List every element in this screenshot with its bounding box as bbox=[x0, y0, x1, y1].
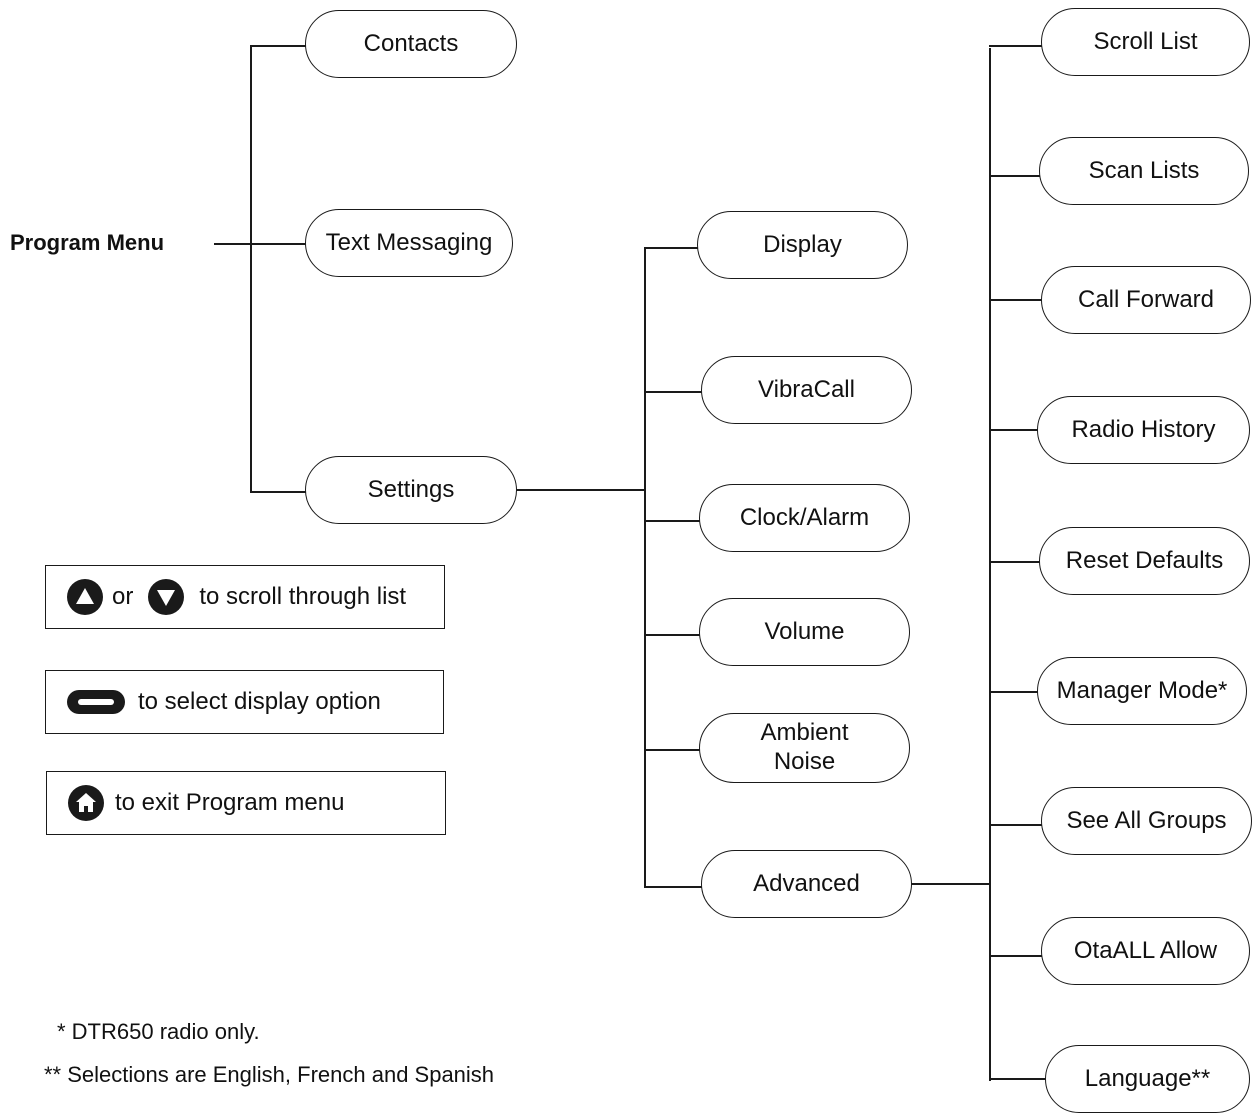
connector bbox=[989, 429, 1039, 431]
menu-item-label: Reset Defaults bbox=[1065, 546, 1224, 574]
connector bbox=[516, 489, 646, 491]
connector bbox=[644, 391, 702, 393]
legend-exit-text: to exit Program menu bbox=[115, 789, 345, 816]
connector bbox=[989, 824, 1043, 826]
program-menu-label: Program Menu bbox=[10, 230, 165, 255]
settings-item-advanced[interactable]: Advanced bbox=[701, 850, 912, 918]
menu-item-label: Volume bbox=[764, 617, 845, 645]
up-arrow-icon bbox=[66, 578, 104, 616]
footnote-2: ** Selections are English, French and Sp… bbox=[44, 1062, 495, 1087]
menu-item-label: Ambient Noise bbox=[760, 719, 849, 775]
connector bbox=[989, 1078, 1047, 1080]
menu-item-contacts[interactable]: Contacts bbox=[305, 10, 517, 78]
connector bbox=[644, 247, 646, 887]
legend-exit: to exit Program menu bbox=[46, 771, 446, 835]
connector bbox=[989, 48, 991, 1081]
connector bbox=[250, 45, 306, 47]
down-arrow-icon bbox=[147, 578, 185, 616]
menu-item-label: Contacts bbox=[363, 29, 459, 57]
menu-item-label: Call Forward bbox=[1077, 285, 1215, 313]
advanced-item-scroll-list[interactable]: Scroll List bbox=[1041, 8, 1250, 76]
advanced-item-see-all-groups[interactable]: See All Groups bbox=[1041, 787, 1252, 855]
menu-item-label: Text Messaging bbox=[325, 228, 493, 256]
connector bbox=[911, 883, 989, 885]
home-icon bbox=[67, 784, 105, 822]
connector bbox=[214, 243, 306, 245]
settings-item-ambient-noise[interactable]: Ambient Noise bbox=[699, 713, 910, 783]
connector bbox=[644, 886, 702, 888]
advanced-item-scan-lists[interactable]: Scan Lists bbox=[1039, 137, 1249, 205]
connector bbox=[989, 691, 1039, 693]
connector bbox=[989, 561, 1041, 563]
menu-item-label: Settings bbox=[367, 475, 455, 503]
advanced-item-otaall-allow[interactable]: OtaALL Allow bbox=[1041, 917, 1250, 985]
connector bbox=[989, 299, 1043, 301]
settings-item-vibracall[interactable]: VibraCall bbox=[701, 356, 912, 424]
menu-item-label: See All Groups bbox=[1066, 806, 1227, 834]
menu-item-label: Manager Mode* bbox=[1056, 676, 1228, 704]
connector bbox=[644, 749, 700, 751]
legend-select-text: to select display option bbox=[138, 688, 381, 715]
menu-item-label: Advanced bbox=[753, 869, 860, 897]
connector bbox=[989, 955, 1043, 957]
settings-item-display[interactable]: Display bbox=[697, 211, 908, 279]
legend-or-text: or bbox=[112, 583, 134, 610]
select-key-icon bbox=[66, 689, 126, 715]
menu-item-label: Scroll List bbox=[1093, 27, 1198, 55]
connector bbox=[644, 634, 700, 636]
advanced-item-call-forward[interactable]: Call Forward bbox=[1041, 266, 1251, 334]
menu-item-label: OtaALL Allow bbox=[1073, 936, 1218, 964]
settings-item-volume[interactable]: Volume bbox=[699, 598, 910, 666]
connector bbox=[989, 45, 1043, 47]
connector bbox=[250, 45, 252, 493]
menu-item-label: Radio History bbox=[1071, 415, 1216, 443]
menu-item-label: VibraCall bbox=[758, 375, 855, 403]
advanced-item-language[interactable]: Language** bbox=[1045, 1045, 1250, 1113]
menu-item-label: Display bbox=[763, 230, 842, 258]
connector bbox=[644, 247, 698, 249]
connector bbox=[250, 491, 306, 493]
footnote-1: * DTR650 radio only. bbox=[57, 1019, 260, 1044]
menu-item-label: Scan Lists bbox=[1088, 156, 1200, 184]
menu-item-label: Language** bbox=[1084, 1064, 1211, 1092]
advanced-item-reset-defaults[interactable]: Reset Defaults bbox=[1039, 527, 1250, 595]
legend-scroll-text: to scroll through list bbox=[199, 583, 407, 610]
menu-item-settings[interactable]: Settings bbox=[305, 456, 517, 524]
menu-item-label: Clock/Alarm bbox=[739, 503, 870, 531]
advanced-item-radio-history[interactable]: Radio History bbox=[1037, 396, 1250, 464]
menu-item-text-messaging[interactable]: Text Messaging bbox=[305, 209, 513, 277]
legend-select: to select display option bbox=[45, 670, 444, 734]
advanced-item-manager-mode[interactable]: Manager Mode* bbox=[1037, 657, 1247, 725]
settings-item-clock-alarm[interactable]: Clock/Alarm bbox=[699, 484, 910, 552]
connector bbox=[989, 175, 1041, 177]
legend-scroll: or to scroll through list bbox=[45, 565, 445, 629]
connector bbox=[644, 520, 700, 522]
